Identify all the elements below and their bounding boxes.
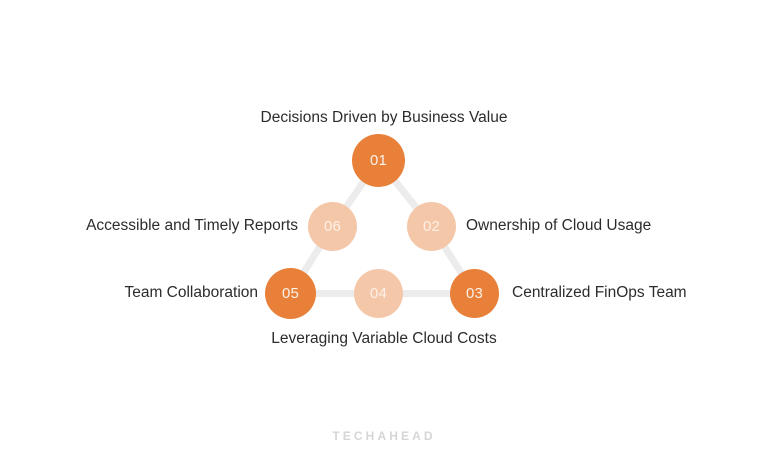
- node-02[interactable]: 02: [407, 202, 456, 251]
- node-05-number: 05: [281, 285, 300, 302]
- node-03[interactable]: 03: [450, 269, 499, 318]
- node-02-label: Ownership of Cloud Usage: [466, 217, 652, 234]
- node-01-label: Decisions Driven by Business Value: [260, 109, 508, 126]
- node-04-label: Leveraging Variable Cloud Costs: [271, 330, 497, 347]
- node-06-number: 06: [323, 218, 342, 235]
- node-03-number: 03: [465, 285, 484, 302]
- node-04[interactable]: 04: [354, 269, 403, 318]
- node-01-number: 01: [369, 152, 388, 169]
- node-01[interactable]: 01: [352, 134, 405, 187]
- node-03-label: Centralized FinOps Team: [512, 284, 687, 301]
- techahead-watermark: TECHAHEAD: [332, 429, 436, 443]
- node-04-number: 04: [369, 285, 388, 302]
- node-02-number: 02: [422, 218, 441, 235]
- node-05[interactable]: 05: [265, 268, 316, 319]
- node-06-label: Accessible and Timely Reports: [86, 217, 298, 234]
- node-06[interactable]: 06: [308, 202, 357, 251]
- node-05-label: Team Collaboration: [124, 284, 258, 301]
